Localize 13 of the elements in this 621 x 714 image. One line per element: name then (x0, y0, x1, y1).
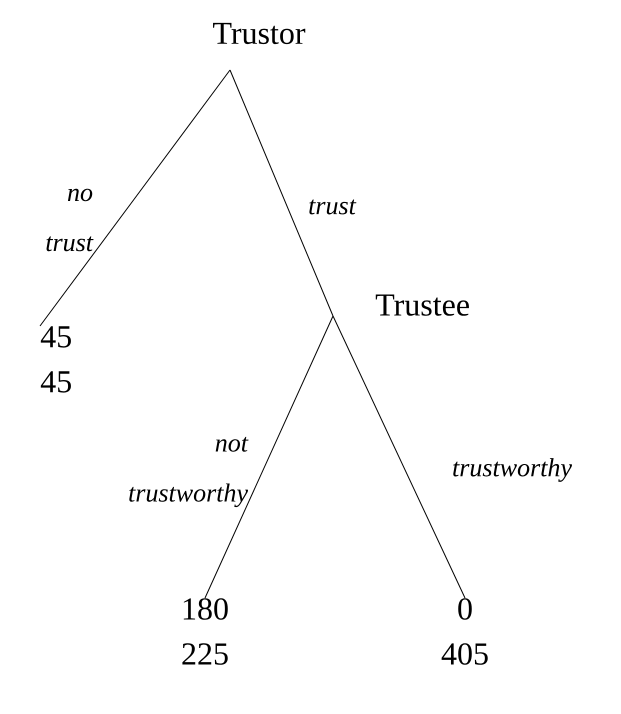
edge-label: not trustworthy (129, 436, 249, 508)
tree-branch (230, 70, 334, 316)
payoff-text: 180 225 (182, 598, 228, 665)
tree-branch (40, 70, 230, 326)
edge-label: trustworthy (453, 458, 572, 482)
tree-branch (332, 316, 466, 598)
edge-label: no trust (46, 188, 94, 252)
payoff-text: 45 45 (40, 326, 71, 393)
edge-label: trust (309, 200, 356, 214)
node-label: Trustee (376, 294, 469, 316)
tree-branch (204, 316, 334, 598)
node-label: Trustor (213, 22, 306, 44)
payoff-text: 0 405 (442, 598, 488, 665)
